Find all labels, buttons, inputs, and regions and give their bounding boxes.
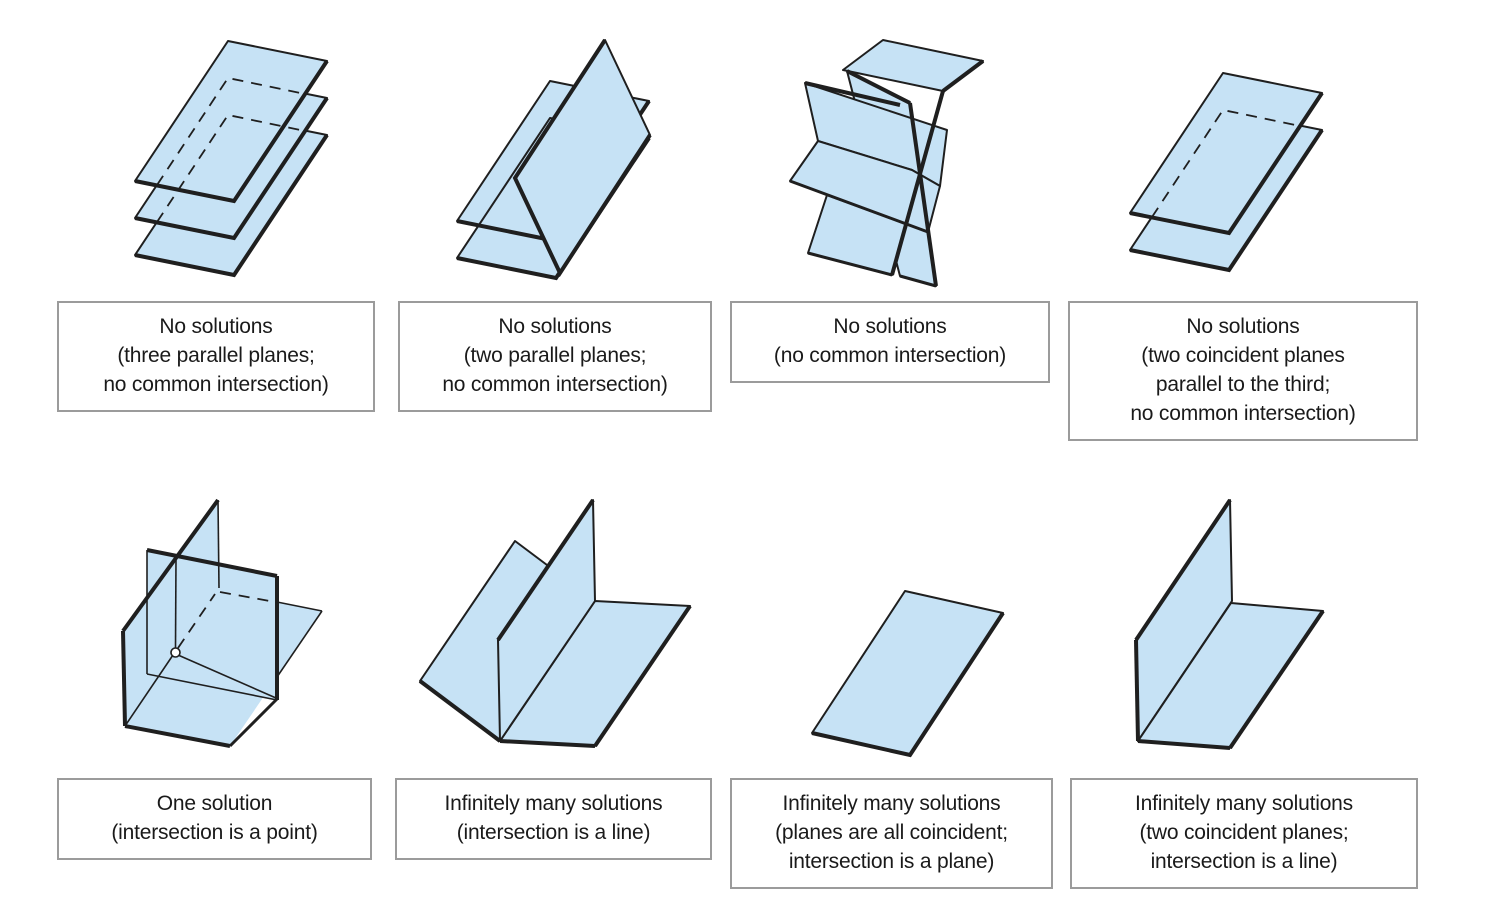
intersection-point-figure — [121, 498, 323, 748]
figure-caption: One solution (intersection is a point) — [57, 778, 372, 860]
all-coincident-plane-figure — [811, 590, 1005, 758]
fan-common-line-figure — [418, 498, 692, 748]
two-coincident-parallel-to-third-figure — [1129, 72, 1324, 273]
figure-caption: Infinitely many solutions (intersection … — [395, 778, 712, 860]
pairwise-intersection-prism-figure — [789, 39, 985, 288]
figure-caption: Infinitely many solutions (two coinciden… — [1070, 778, 1418, 889]
figure-caption: No solutions (three parallel planes; no … — [57, 301, 375, 412]
figure-caption: Infinitely many solutions (planes are al… — [730, 778, 1053, 889]
three-parallel-planes-figure — [134, 40, 329, 278]
figure-caption: No solutions (two coincident planes para… — [1068, 301, 1418, 441]
two-coincident-plus-crossing-figure — [1134, 498, 1325, 750]
two-parallel-planes-one-crossing-figure — [456, 38, 652, 281]
figure-caption: No solutions (no common intersection) — [730, 301, 1050, 383]
figure-caption: No solutions (two parallel planes; no co… — [398, 301, 712, 412]
